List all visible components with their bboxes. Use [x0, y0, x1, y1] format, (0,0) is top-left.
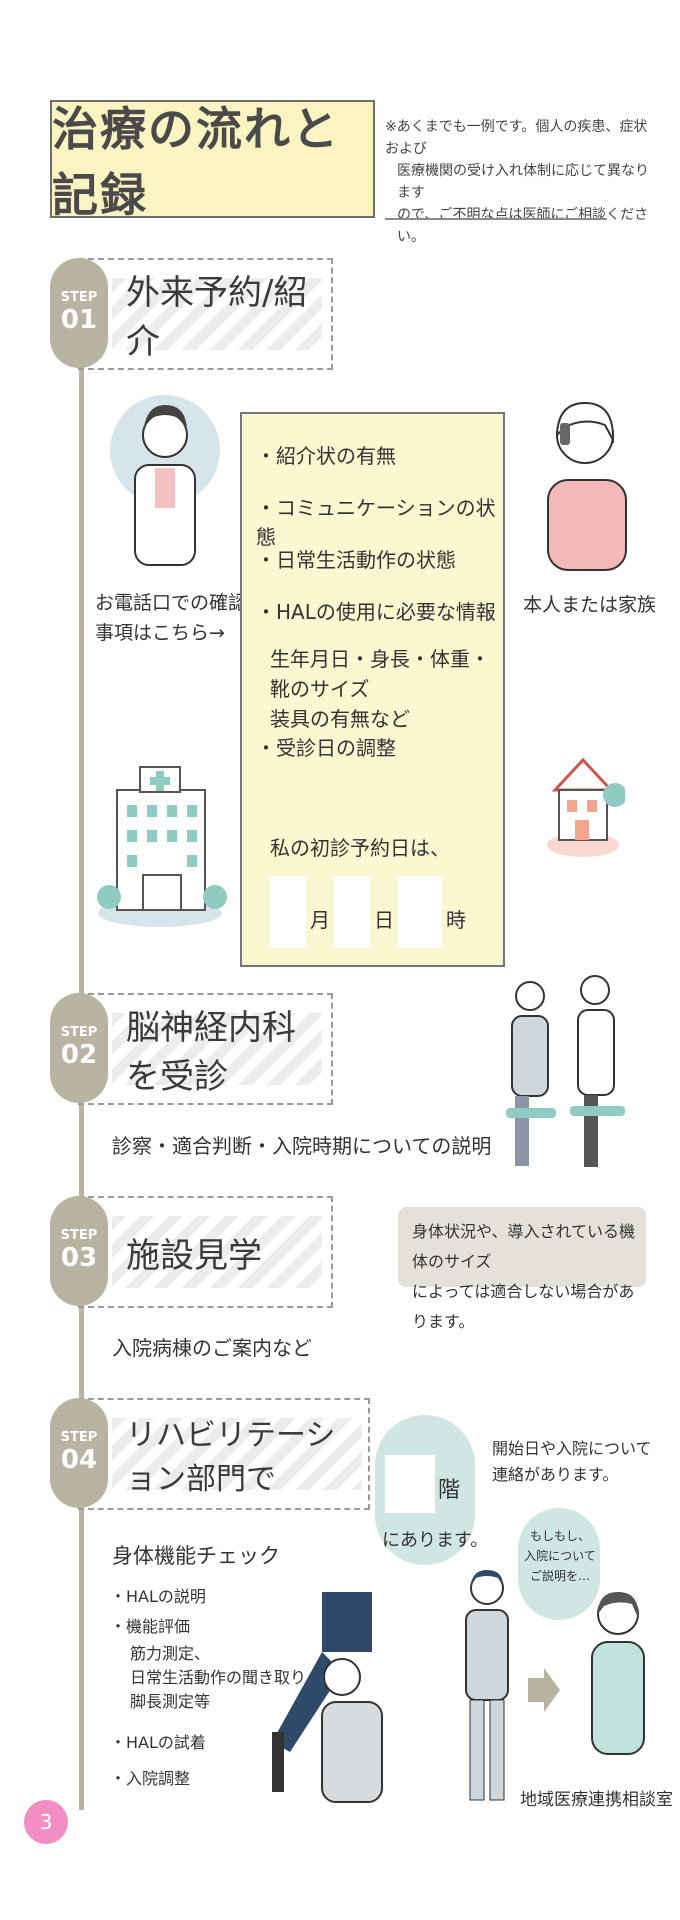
phone-person-illustration — [547, 401, 627, 571]
step-label: STEP — [60, 1430, 98, 1445]
check-sub-item: 日常生活動作の聞き取り — [130, 1668, 307, 1687]
step-label: STEP — [60, 1025, 98, 1040]
step2-title: 脳神経内科を受診 — [112, 1008, 322, 1097]
step-number: 01 — [60, 305, 98, 335]
note-line: 医療機関の受け入れ体制に応じて異なります — [397, 163, 649, 201]
note-line: ※あくまでも一例です。個人の疾患、症状および — [385, 119, 648, 157]
step3-desc: 入院病棟のご案内など — [112, 1336, 312, 1360]
day-input[interactable] — [334, 876, 370, 948]
consultation-illustration — [506, 975, 625, 1167]
note-line: ので、ご不明な点は医師にご相談ください。 — [397, 207, 649, 245]
rehab-illustration — [272, 1592, 383, 1803]
info-item: ・HALの使用に必要な情報 — [256, 600, 496, 624]
step4-badge: STEP 04 — [50, 1398, 108, 1508]
info-sub-item: 装具の有無など — [270, 707, 410, 731]
arrow-right-icon — [528, 1668, 560, 1712]
step3-badge: STEP 03 — [50, 1196, 108, 1306]
info-item: ・日常生活動作の状態 — [256, 548, 456, 572]
check-title: 身体機能チェック — [112, 1544, 280, 1568]
step2-desc: 診察・適合判断・入院時期についての説明 — [112, 1134, 492, 1158]
contact-note: 開始日や入院について 連絡があります。 — [492, 1436, 652, 1488]
hour-label: 時 — [446, 908, 466, 932]
speech-line: ご説明を… — [529, 1569, 590, 1583]
info-sub-item: 生年月日・身長・体重・靴のサイズ — [270, 647, 490, 701]
month-input[interactable] — [270, 876, 306, 948]
month-label: 月 — [310, 908, 330, 932]
step4-title: リハビリテーション部門で — [112, 1418, 362, 1497]
house-illustration — [547, 757, 625, 857]
staff-illustration — [465, 1570, 509, 1801]
title-box: 治療の流れと記録 — [50, 100, 375, 222]
note-line: 開始日や入院について — [492, 1439, 652, 1458]
step1-info-box: ・紹介状の有無 ・コミュニケーションの状態 ・日常生活動作の状態 ・HALの使用… — [240, 412, 505, 967]
floor-suffix: にあります。 — [382, 1530, 489, 1551]
step1-badge: STEP 01 — [50, 258, 108, 368]
hour-input[interactable] — [398, 876, 442, 948]
step-number: 02 — [60, 1040, 98, 1070]
note-line: 身体状況や、導入されている機体のサイズ — [412, 1222, 636, 1271]
page-title: 治療の流れと記録 — [52, 102, 340, 222]
note-line: 連絡があります。 — [492, 1465, 619, 1484]
divider — [385, 218, 607, 220]
speech-line: 入院について — [524, 1549, 596, 1563]
dept-label: 地域医療連携相談室 — [520, 1790, 673, 1810]
step-number: 04 — [60, 1445, 98, 1475]
floor-label: 階 — [438, 1478, 461, 1503]
title-note: ※あくまでも一例です。個人の疾患、症状および 医療機関の受け入れ体制に応じて異な… — [385, 116, 660, 248]
step1-caption-left: お電話口での確認 事項はこちら→ — [95, 588, 247, 648]
step-label: STEP — [60, 290, 98, 305]
info-item: ・コミュニケーションの状態 — [256, 496, 496, 549]
caption-line: 事項はこちら→ — [95, 622, 225, 644]
info-sub-items: 生年月日・身長・体重・靴のサイズ 装具の有無など — [270, 644, 503, 734]
step1-title: 外来予約/紹介 — [112, 273, 322, 362]
step1-caption-right: 本人または家族 — [523, 594, 657, 616]
check-sub-list: 筋力測定、 日常生活動作の聞き取り 脚長測定等 — [110, 1642, 306, 1714]
info-item: ・受診日の調整 — [256, 736, 396, 760]
caption-line: お電話口での確認 — [95, 592, 248, 614]
check-item: ・機能評価 — [110, 1617, 191, 1636]
doctor-illustration — [110, 395, 220, 566]
step-label: STEP — [60, 1228, 98, 1243]
info-item: ・紹介状の有無 — [256, 444, 396, 468]
phone-speech-text: もしもし、 入院について ご説明を… — [522, 1526, 598, 1586]
floor-input[interactable] — [385, 1455, 435, 1513]
consultant-illustration — [591, 1592, 645, 1755]
check-sub-item: 脚長測定等 — [130, 1692, 211, 1711]
check-item: ・入院調整 — [110, 1769, 191, 1788]
check-sub-item: 筋力測定、 — [130, 1644, 211, 1663]
step3-title: 施設見学 — [112, 1216, 322, 1288]
speech-line: もしもし、 — [529, 1529, 590, 1543]
day-label: 日 — [374, 908, 394, 932]
step2-badge: STEP 02 — [50, 993, 108, 1103]
check-item: ・HALの試着 — [110, 1733, 206, 1752]
step-number: 03 — [60, 1243, 98, 1273]
hospital-illustration — [97, 766, 227, 927]
page-number: 3 — [24, 1800, 68, 1844]
note-line: によっては適合しない場合があります。 — [412, 1282, 635, 1331]
appointment-label: 私の初診予約日は、 — [270, 836, 450, 860]
check-list: ・HALの説明 ・機能評価 筋力測定、 日常生活動作の聞き取り 脚長測定等 ・H… — [110, 1582, 306, 1794]
phone-speech-bubble — [518, 1508, 600, 1620]
step3-note: 身体状況や、導入されている機体のサイズ によっては適合しない場合があります。 — [398, 1207, 646, 1331]
check-item: ・HALの説明 — [110, 1587, 206, 1606]
